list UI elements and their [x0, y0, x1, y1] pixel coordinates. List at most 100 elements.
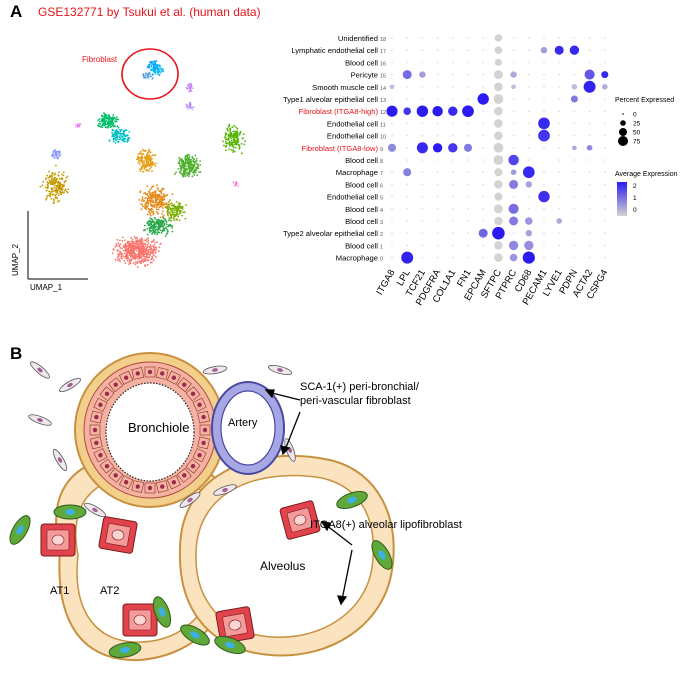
umap-point: [225, 142, 228, 145]
lipofibroblast: [180, 624, 210, 646]
umap-point: [146, 247, 149, 249]
row-label: Endothelial cell: [327, 132, 378, 141]
umap-point: [126, 256, 129, 258]
umap-point: [144, 264, 146, 266]
umap-point: [119, 136, 121, 139]
umap-point: [122, 255, 125, 258]
umap-cluster-3: 3: [136, 148, 157, 173]
dot: [421, 86, 424, 88]
umap-point: [112, 140, 115, 142]
annotation-arrows: [264, 389, 353, 606]
dot: [391, 134, 393, 137]
dot: [448, 143, 458, 153]
umap-point: [53, 186, 55, 189]
umap-point: [162, 210, 164, 212]
umap-point: [146, 193, 149, 195]
dot: [528, 73, 530, 76]
umap-point: [101, 126, 104, 129]
umap-point: [117, 118, 120, 121]
umap-point: [190, 88, 193, 90]
umap-point: [225, 137, 228, 140]
dot: [391, 37, 393, 39]
umap-point: [135, 249, 138, 252]
umap-point: [115, 116, 118, 118]
umap-point: [191, 175, 194, 178]
umap-point: [131, 238, 134, 241]
umap-point: [170, 202, 173, 205]
umap-point: [108, 117, 111, 120]
umap-point: [231, 136, 234, 138]
umap-point: [141, 240, 144, 242]
lipofibroblast: [152, 596, 172, 628]
umap-point: [121, 137, 124, 140]
nucleus: [197, 452, 202, 458]
umap-point: [144, 149, 147, 152]
umap-point: [152, 211, 155, 213]
umap-point: [188, 107, 191, 110]
umap-point: [48, 192, 51, 195]
umap-point: [140, 150, 142, 153]
dot: [436, 195, 439, 198]
umap-point: [141, 198, 144, 201]
umap-point: [128, 245, 131, 248]
dot: [543, 73, 545, 76]
umap-point: [148, 210, 150, 213]
umap-point: [154, 191, 157, 194]
dot: [558, 208, 560, 210]
umap-point: [179, 202, 182, 205]
umap-point: [156, 241, 159, 244]
umap-point: [112, 114, 115, 116]
umap-point: [235, 143, 238, 146]
umap-point: [150, 225, 153, 227]
umap-point: [100, 119, 103, 122]
umap-point: [114, 258, 117, 261]
umap-point: [119, 251, 122, 254]
umap-point: [140, 253, 143, 256]
umap-point: [228, 133, 231, 136]
row-label: Blood cell: [345, 58, 378, 67]
dot: [512, 49, 515, 51]
umap-point: [146, 213, 149, 216]
umap-point: [153, 232, 156, 235]
nucleus: [201, 414, 206, 420]
umap-point: [51, 190, 53, 193]
umap-point: [148, 219, 151, 222]
umap-cluster-17: 17: [75, 123, 82, 131]
dot: [482, 110, 484, 112]
umap-point: [150, 68, 153, 71]
umap-point: [55, 196, 57, 199]
umap-point: [230, 138, 233, 140]
umap-point: [116, 125, 119, 128]
umap-point: [138, 160, 141, 162]
dot: [436, 171, 439, 173]
nucleus: [92, 427, 98, 433]
umap-point: [112, 125, 115, 128]
umap-point: [114, 120, 117, 123]
umap-cluster-16: 16: [232, 181, 240, 189]
umap-point: [124, 135, 127, 138]
umap-point: [158, 201, 161, 204]
umap-point: [151, 227, 154, 230]
umap-point: [142, 253, 145, 256]
umap-point: [116, 244, 118, 247]
umap-point: [143, 243, 145, 246]
umap-point: [149, 151, 152, 154]
dot: [543, 208, 545, 210]
nucleus: [147, 369, 153, 375]
umap-point: [145, 72, 147, 75]
umap-point: [140, 159, 143, 162]
dot: [558, 171, 560, 173]
umap-point: [180, 169, 182, 172]
dot: [494, 46, 503, 54]
nucleus: [202, 427, 208, 433]
fibroblast-highlight-circle: [121, 48, 179, 100]
umap-point: [178, 156, 181, 159]
dot: [543, 86, 545, 88]
umap-point: [154, 67, 157, 69]
umap-point: [139, 163, 141, 166]
umap-point: [172, 211, 175, 213]
umap-point: [179, 212, 182, 215]
umap-point: [142, 73, 145, 75]
umap-point: [139, 191, 142, 194]
